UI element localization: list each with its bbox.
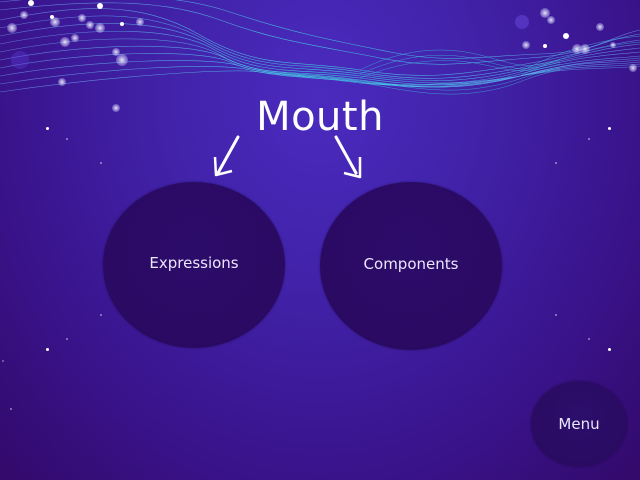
components-button[interactable]: Components <box>320 182 502 350</box>
expressions-label: Expressions <box>149 254 239 272</box>
components-label: Components <box>363 255 459 273</box>
decorative-sparkle <box>555 314 557 316</box>
decorative-sparkle <box>66 338 68 340</box>
expressions-button[interactable]: Expressions <box>103 182 285 348</box>
page-title: Mouth <box>256 94 384 140</box>
decorative-sparkle <box>10 408 12 410</box>
decorative-sparkle <box>2 360 4 362</box>
decorative-sparkle <box>588 338 590 340</box>
decorative-sparkle <box>66 138 68 140</box>
decorative-sparkle <box>555 162 557 164</box>
decorative-sparkle <box>100 314 102 316</box>
decorative-sparkle <box>100 162 102 164</box>
decorative-sparkle <box>588 138 590 140</box>
arrow-down-right-icon <box>334 135 362 179</box>
decorative-sparkle <box>608 127 611 130</box>
menu-button[interactable]: Menu <box>531 381 627 467</box>
menu-label: Menu <box>558 415 600 433</box>
arrow-down-left-icon <box>213 135 240 177</box>
decorative-sparkle <box>46 348 49 351</box>
decorative-sparkle <box>608 348 611 351</box>
decorative-sparkle <box>46 127 49 130</box>
decorative-wave-graphic <box>0 0 640 112</box>
